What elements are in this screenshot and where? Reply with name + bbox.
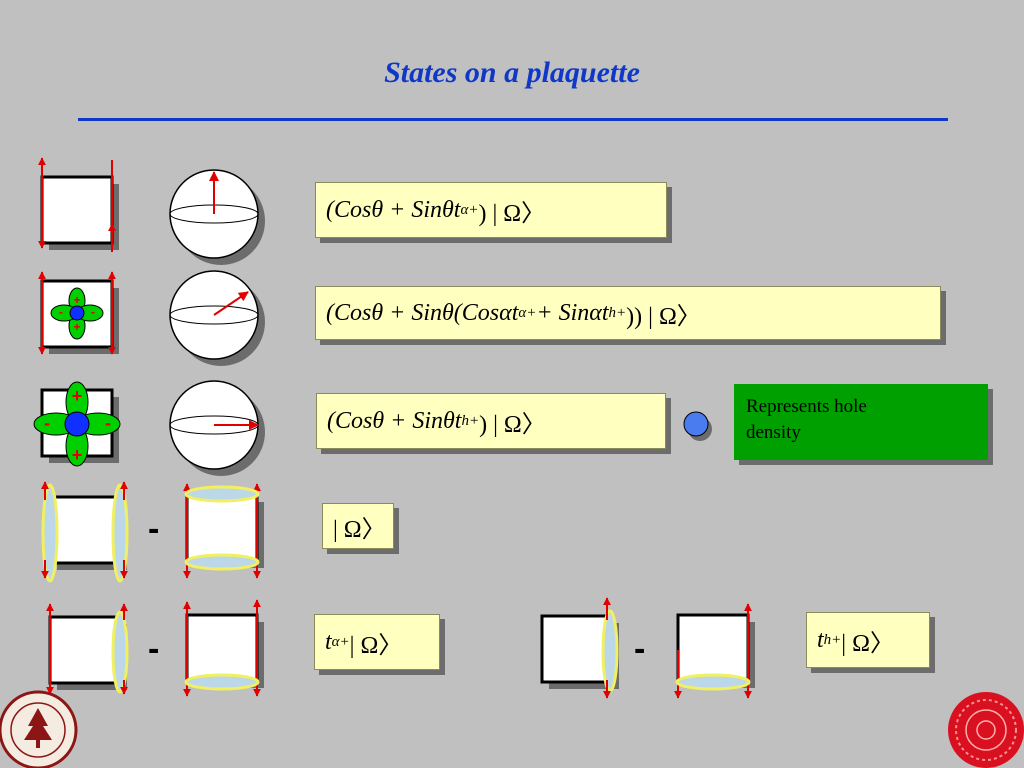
equation-box-row4: | Ω〉 — [322, 503, 394, 549]
orbital-minus-label: - — [44, 413, 50, 433]
state-vector-arrow — [213, 291, 249, 316]
plaquette-row5-a-left — [46, 603, 129, 695]
singlet-ellipse-top — [184, 485, 260, 503]
bloch-sphere-row1 — [169, 169, 265, 265]
plaquette-row5-b-right — [674, 603, 755, 699]
orbital-minus-label: - — [59, 305, 63, 319]
stanford-seal-logo — [0, 690, 78, 768]
hole-density-note: Represents hole density — [734, 384, 988, 460]
bloch-sphere-row2 — [169, 270, 265, 366]
plaquette-row1 — [38, 157, 119, 252]
singlet-ellipse-left — [41, 483, 59, 583]
orbital-minus-label: - — [105, 413, 111, 433]
plaquette-row5-b-left — [540, 597, 619, 699]
bloch-sphere-row3 — [169, 380, 265, 476]
red-seal-logo — [948, 692, 1024, 768]
plaquette-row2: + + - - — [38, 271, 119, 355]
plaquette-row4-vertical — [41, 481, 129, 583]
hole-density-dot — [683, 411, 712, 441]
orbital-plus-label: + — [73, 320, 80, 334]
orbital-plus-label: + — [73, 293, 80, 307]
page-title: States on a plaquette — [384, 56, 640, 89]
minus-sign-row5-a: - — [148, 630, 160, 668]
note-line2: density — [746, 421, 801, 443]
plaquette-row4-horizontal — [183, 483, 264, 579]
minus-sign-row5-b: - — [634, 630, 646, 668]
minus-sign-row4: - — [148, 510, 160, 548]
title-underline — [78, 118, 948, 121]
orbital-plus-label: + — [72, 445, 83, 465]
plaquette-row3: + + - - — [33, 381, 121, 467]
d-wave-orbital-large: + + - - — [33, 381, 121, 467]
orbital-plus-label: + — [72, 386, 83, 406]
d-wave-orbital-small: + + - - — [50, 287, 104, 340]
singlet-ellipse-bottom — [184, 553, 260, 571]
note-line1: Represents hole — [746, 396, 867, 417]
plaquette-row5-a-right — [183, 599, 264, 697]
orbital-minus-label: - — [91, 305, 95, 319]
